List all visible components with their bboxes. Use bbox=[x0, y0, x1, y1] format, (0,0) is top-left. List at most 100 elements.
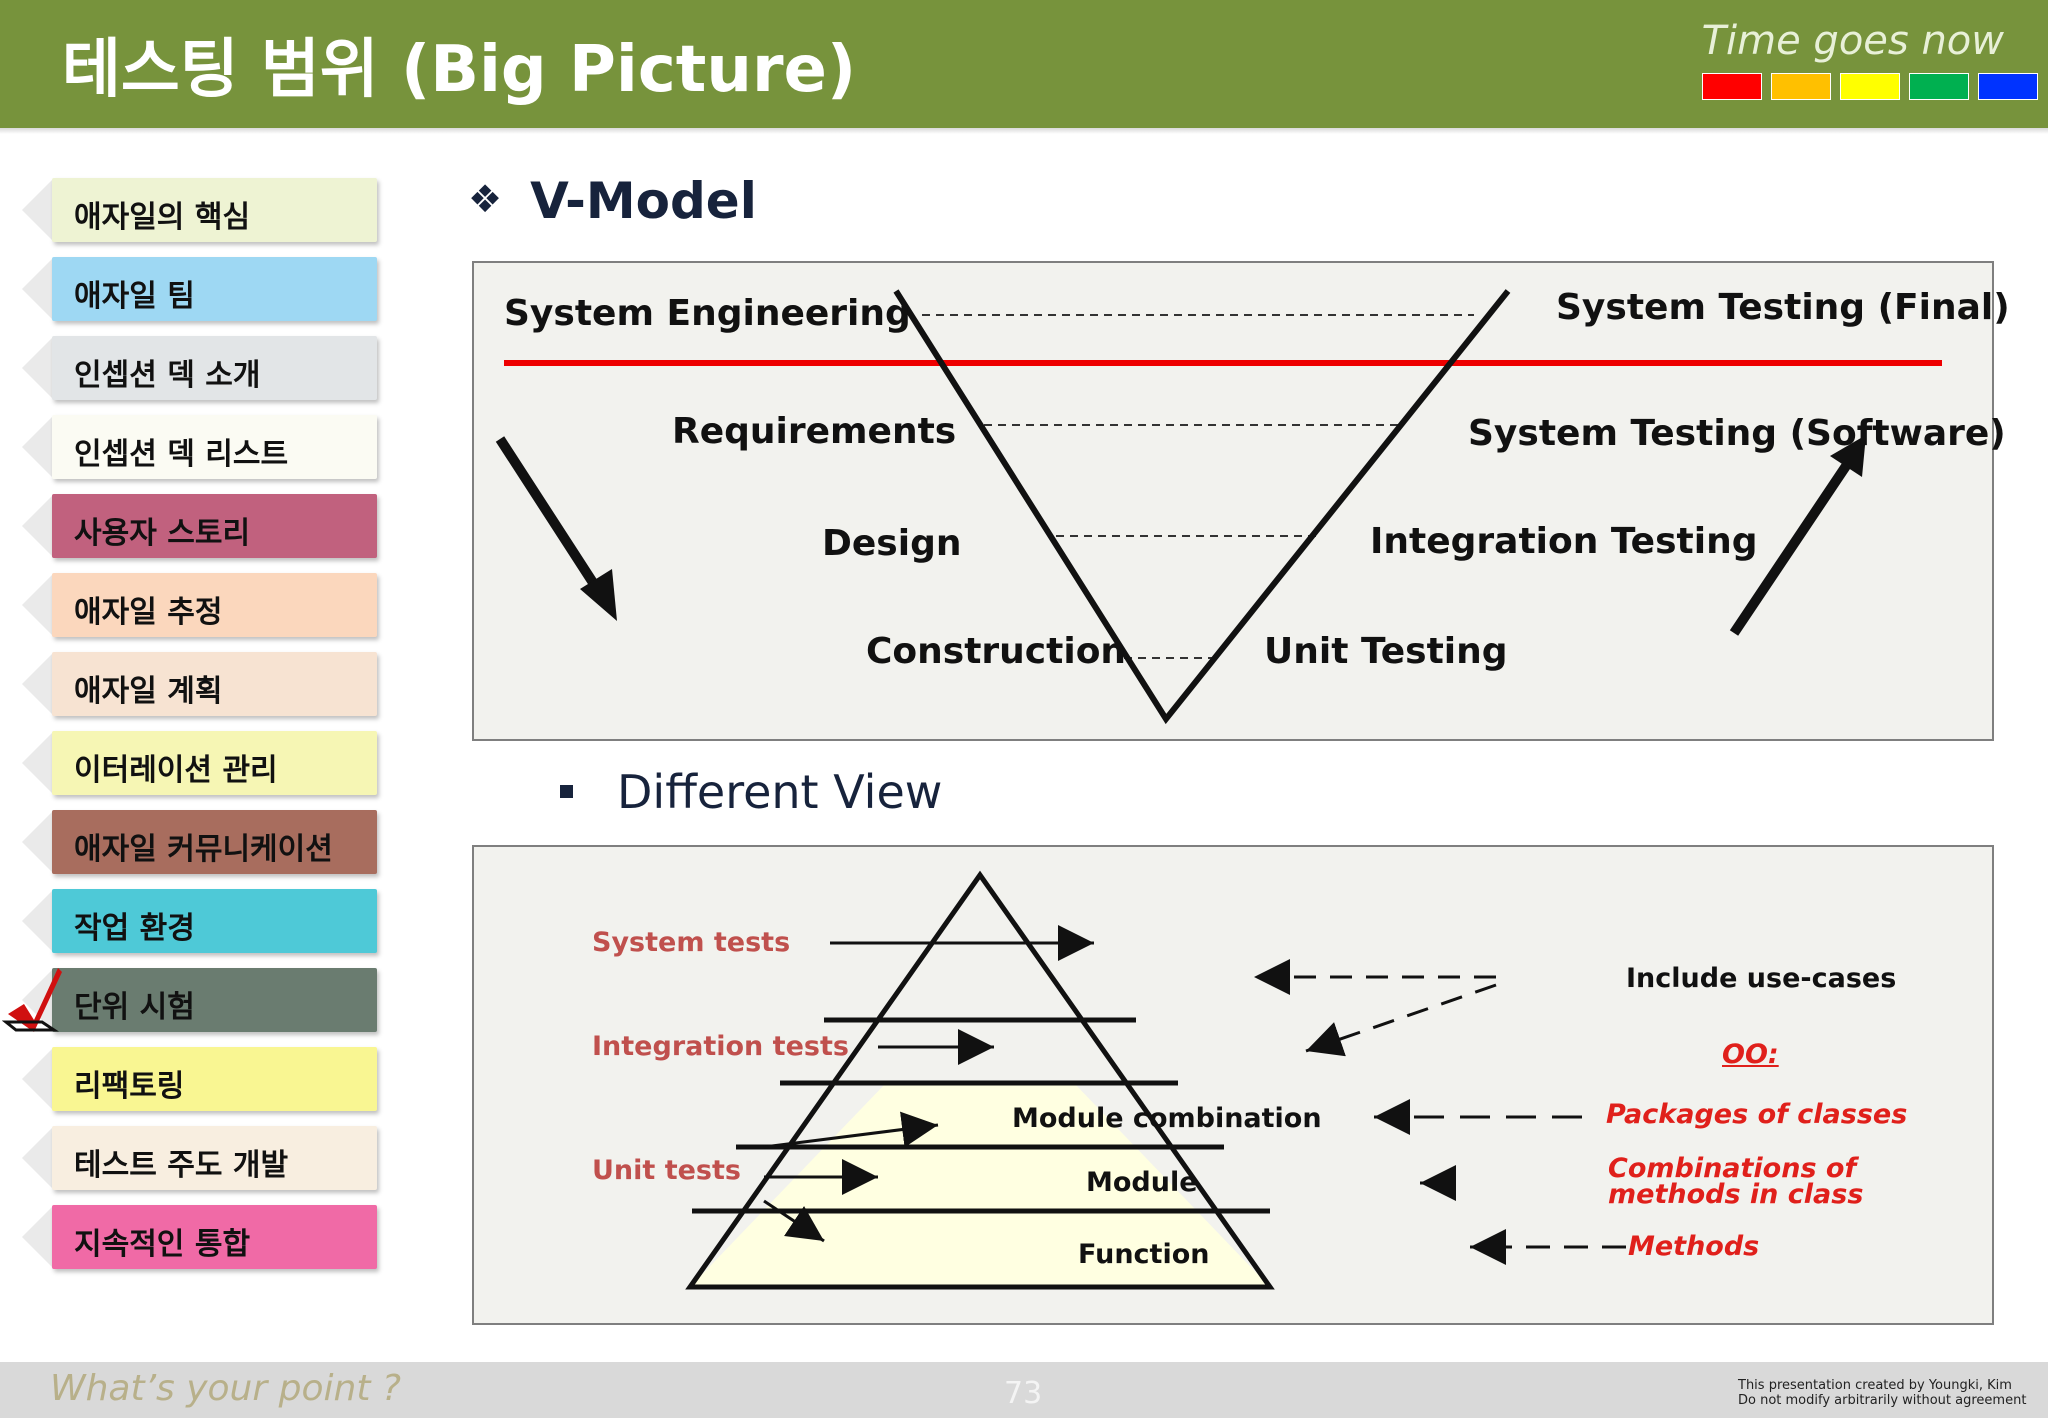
sidebar-item-tip bbox=[22, 1047, 54, 1111]
sidebar-item-label: 작업 환경 bbox=[74, 911, 195, 946]
sidebar-item-label: 애자일 팀 bbox=[74, 279, 195, 314]
sidebar-item-bg bbox=[52, 494, 377, 558]
label-methods: Methods bbox=[1628, 1231, 1760, 1262]
sidebar-item-bg bbox=[52, 968, 377, 1032]
sidebar-item-bg bbox=[52, 889, 377, 953]
square-bullet-icon bbox=[560, 785, 573, 798]
sidebar-item-label: 리팩토링 bbox=[74, 1069, 185, 1104]
sidebar-item-bg bbox=[52, 1126, 377, 1190]
layer-function: Function bbox=[1078, 1239, 1210, 1270]
sidebar-item-label: 애자일 추정 bbox=[74, 595, 223, 630]
sidebar-item[interactable]: 애자일 커뮤니케이션 bbox=[22, 810, 377, 874]
sidebar-item-label: 사용자 스토리 bbox=[74, 516, 251, 551]
sidebar-item-tip bbox=[22, 415, 54, 479]
stage-design: Design bbox=[822, 523, 962, 564]
sidebar-item-tip bbox=[22, 573, 54, 637]
stage-system-testing-software: System Testing (Software) bbox=[1468, 413, 2006, 454]
sidebar-item-bg bbox=[52, 810, 377, 874]
v-shape bbox=[893, 289, 1511, 725]
sidebar-item[interactable]: 애자일 추정 bbox=[22, 573, 377, 637]
label-integration-tests: Integration tests bbox=[592, 1031, 849, 1062]
stage-system-testing-final: System Testing (Final) bbox=[1556, 287, 2010, 328]
credit-line-2: Do not modify arbitrarily without agreem… bbox=[1738, 1393, 2027, 1408]
sidebar-item-label: 애자일의 핵심 bbox=[74, 200, 251, 235]
different-view-heading: Different View bbox=[560, 765, 942, 819]
page-title: 테스팅 범위 (Big Picture) bbox=[62, 33, 857, 107]
sidebar-item[interactable]: 단위 시험 bbox=[2, 968, 377, 1032]
up-arrow-icon bbox=[1729, 460, 1853, 636]
stage-requirements: Requirements bbox=[672, 411, 957, 452]
sidebar-item-bg bbox=[52, 178, 377, 242]
sidebar-item-tip bbox=[22, 731, 54, 795]
footer-bar: What’s your point ? 73 This presentation… bbox=[0, 1362, 2048, 1418]
stage-unit-testing: Unit Testing bbox=[1264, 631, 1508, 672]
sidebar-item[interactable]: 작업 환경 bbox=[22, 889, 377, 953]
stage-integration-testing: Integration Testing bbox=[1370, 521, 1758, 562]
label-packages-of-classes: Packages of classes bbox=[1606, 1099, 1908, 1130]
footer-slogan: What’s your point ? bbox=[50, 1368, 401, 1409]
swatch-green bbox=[1909, 73, 1969, 100]
sidebar-item-tip bbox=[22, 494, 54, 558]
credits: This presentation created by Youngki, Ki… bbox=[1738, 1378, 2026, 1408]
label-unit-tests: Unit tests bbox=[592, 1155, 741, 1186]
sidebar-item-label: 인셉션 덱 리스트 bbox=[74, 437, 289, 472]
sidebar-item-bg bbox=[52, 652, 377, 716]
section-title-vmodel: ❖V-Model bbox=[468, 172, 757, 230]
layer-module: Module bbox=[1086, 1167, 1198, 1198]
pyramid-bg bbox=[474, 847, 1992, 1323]
sidebar-item-label: 애자일 커뮤니케이션 bbox=[74, 832, 333, 867]
color-swatches bbox=[1702, 73, 2038, 100]
sidebar-item[interactable]: 이터레이션 관리 bbox=[22, 731, 377, 795]
sidebar-item[interactable]: 리팩토링 bbox=[22, 1047, 377, 1111]
down-arrow-icon bbox=[495, 436, 606, 598]
sidebar-item-tip bbox=[22, 652, 54, 716]
up-arrow-head-icon bbox=[1830, 435, 1866, 477]
label-combinations-line2: methods in class bbox=[1608, 1179, 1864, 1210]
layer-module-combination: Module combination bbox=[1012, 1103, 1322, 1134]
sidebar-item-tip bbox=[22, 1205, 54, 1269]
sidebar-item-label: 지속적인 통합 bbox=[74, 1227, 251, 1262]
sidebar-item-tip bbox=[22, 257, 54, 321]
sidebar-item[interactable]: 인셉션 덱 소개 bbox=[22, 336, 377, 400]
sidebar-item-tip bbox=[22, 178, 54, 242]
sidebar-item-label: 테스트 주도 개발 bbox=[74, 1148, 289, 1183]
stage-construction: Construction bbox=[866, 631, 1127, 672]
checkmark-icon bbox=[2, 968, 62, 1032]
label-include-use-cases: Include use-cases bbox=[1626, 963, 1897, 994]
swatch-blue bbox=[1978, 73, 2038, 100]
sidebar-item[interactable]: 애자일의 핵심 bbox=[22, 178, 377, 242]
stage-system-engineering: System Engineering bbox=[504, 293, 911, 334]
sidebar-item[interactable]: 지속적인 통합 bbox=[22, 1205, 377, 1269]
pyramid-panel: System tests Integration tests Unit test… bbox=[472, 845, 1994, 1325]
sidebar-item-label: 애자일 계획 bbox=[74, 674, 223, 709]
sidebar-item[interactable]: 인셉션 덱 리스트 bbox=[22, 415, 377, 479]
arrow-unit-tests-3 bbox=[763, 1199, 825, 1243]
label-oo: OO: bbox=[1722, 1039, 1779, 1070]
sidebar-item-tip bbox=[22, 336, 54, 400]
swatch-red bbox=[1702, 73, 1762, 100]
vmodel-diagram bbox=[495, 289, 1942, 725]
swatch-orange bbox=[1771, 73, 1831, 100]
sidebar-item-tip bbox=[22, 1126, 54, 1190]
down-arrow-head-icon bbox=[580, 569, 617, 621]
credit-line-1: This presentation created by Youngki, Ki… bbox=[1738, 1378, 2012, 1393]
sidebar-item-bg bbox=[52, 257, 377, 321]
sidebar-item[interactable]: 애자일 계획 bbox=[22, 652, 377, 716]
sidebar-item-label: 이터레이션 관리 bbox=[74, 753, 278, 788]
sidebar-item-bg bbox=[52, 1205, 377, 1269]
sidebar-item-bg bbox=[52, 336, 377, 400]
sidebar-item-bg bbox=[52, 415, 377, 479]
label-combinations-line1: Combinations of bbox=[1608, 1153, 1857, 1184]
pyramid-cream-fill bbox=[690, 1083, 1270, 1287]
tagline: Time goes now bbox=[1701, 18, 2004, 64]
sidebar-item[interactable]: 테스트 주도 개발 bbox=[22, 1126, 377, 1190]
sidebar-item[interactable]: 사용자 스토리 bbox=[22, 494, 377, 558]
sidebar-item-tip bbox=[22, 889, 54, 953]
label-system-tests: System tests bbox=[592, 927, 791, 958]
diamond-bullet-icon: ❖ bbox=[468, 177, 503, 221]
sidebar-item-label: 인셉션 덱 소개 bbox=[74, 358, 261, 393]
page-number: 73 bbox=[1004, 1376, 1043, 1411]
sidebar-item[interactable]: 애자일 팀 bbox=[22, 257, 377, 321]
sidebar-item-bg bbox=[52, 1047, 377, 1111]
